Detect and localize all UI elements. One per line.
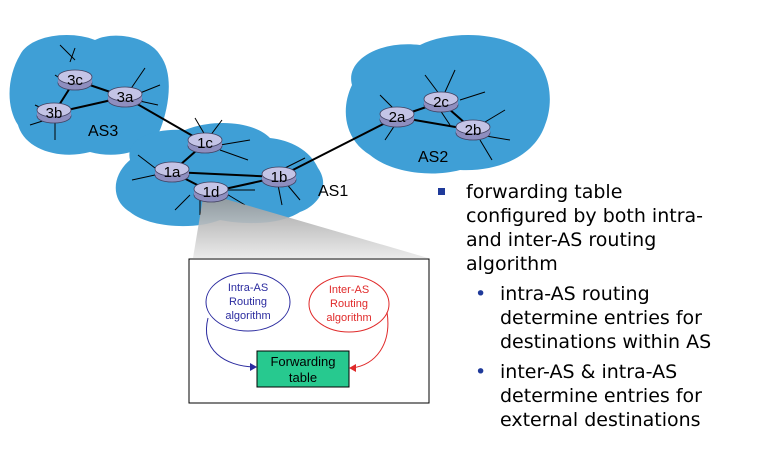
router-1d: 1d — [193, 181, 229, 203]
inter-as-label-2: Routing — [330, 298, 368, 310]
inter-as-label-1: Inter-AS — [329, 284, 369, 296]
inter-arrow — [351, 311, 389, 369]
router-internals-inset: Intra-AS Routing algorithm Inter-AS Rout… — [188, 258, 430, 404]
router-3a: 3a — [107, 86, 143, 108]
router-2b: 2b — [455, 119, 491, 141]
square-bullet-icon — [438, 188, 445, 195]
router-1c: 1c — [187, 132, 223, 154]
inter-as-algorithm — [308, 275, 390, 333]
intra-as-label-2: Routing — [229, 296, 267, 308]
router-3c: 3c — [57, 69, 93, 91]
forwarding-label-1: Forwarding — [270, 354, 335, 369]
forwarding-label-2: table — [289, 370, 317, 385]
bullet-list: forwarding table configured by both intr… — [430, 180, 760, 432]
dot-bullet-icon: • — [475, 283, 487, 305]
inter-as-label-3: algorithm — [326, 312, 371, 324]
svg-text:1d: 1d — [203, 184, 220, 201]
svg-text:3b: 3b — [46, 105, 63, 122]
router-3b: 3b — [36, 102, 72, 124]
svg-text:2a: 2a — [389, 109, 406, 126]
router-2a: 2a — [379, 106, 415, 128]
svg-text:3c: 3c — [67, 72, 83, 89]
as2-label: AS2 — [418, 149, 448, 166]
intra-as-label-3: algorithm — [225, 310, 270, 322]
intra-arrowhead — [250, 363, 257, 371]
bullet-sub-2-text: inter-AS & intra-AS determine entries fo… — [500, 361, 702, 431]
forwarding-table-box — [256, 350, 350, 388]
host-links — [29, 44, 511, 215]
bullet-main: forwarding table configured by both intr… — [430, 180, 760, 276]
svg-text:1b: 1b — [271, 169, 288, 186]
svg-text:1a: 1a — [164, 164, 181, 181]
as3-label: AS3 — [88, 123, 118, 140]
inter-arrowhead — [349, 364, 356, 372]
router-1b: 1b — [261, 166, 297, 188]
bullet-sub-2: • inter-AS & intra-AS determine entries … — [430, 360, 760, 432]
intra-as-algorithm — [205, 272, 291, 332]
bullet-main-text: forwarding table configured by both intr… — [466, 181, 704, 275]
as1-label: AS1 — [318, 183, 348, 200]
intra-arrow — [206, 317, 255, 368]
svg-text:2c: 2c — [433, 94, 449, 111]
dot-bullet-icon: • — [475, 361, 487, 383]
bullet-sub-1-text: intra-AS routing determine entries for d… — [500, 283, 712, 353]
svg-text:2b: 2b — [465, 122, 482, 139]
as3-cloud — [9, 35, 169, 155]
zoom-funnel — [193, 198, 428, 258]
bullet-sub-1: • intra-AS routing determine entries for… — [430, 282, 760, 354]
router-1a: 1a — [154, 161, 190, 183]
intra-as-label-1: Intra-AS — [228, 282, 268, 294]
svg-text:3a: 3a — [117, 89, 134, 106]
svg-text:1c: 1c — [197, 135, 213, 152]
router-2c: 2c — [423, 91, 459, 113]
